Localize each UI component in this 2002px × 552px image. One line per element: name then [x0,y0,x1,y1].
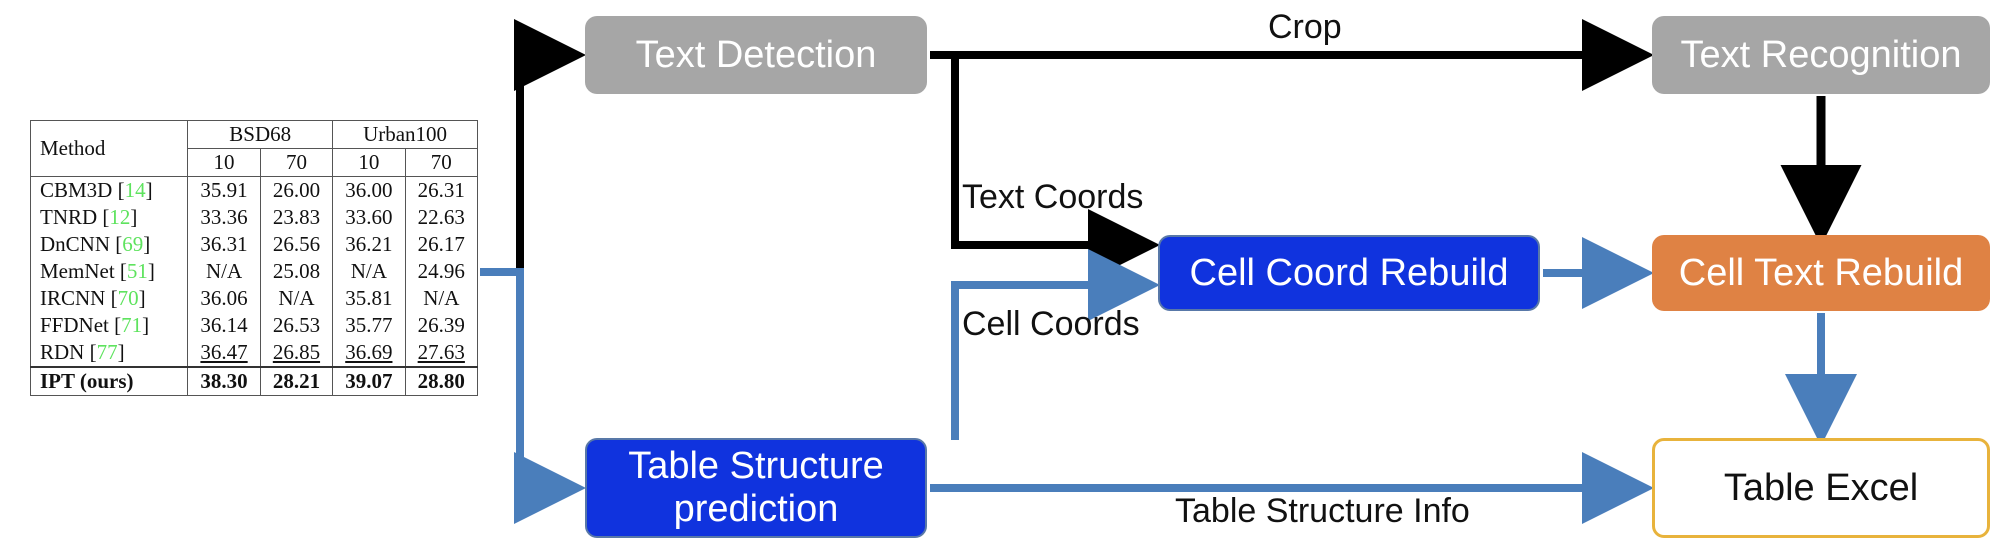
table-cell-method: RDN [77] [29,339,189,367]
node-table-structure-label: Table Structure prediction [628,445,884,530]
table-cell-value: 26.56 [259,231,334,258]
table-cell-value: N/A [259,285,334,312]
node-text-recognition[interactable]: Text Recognition [1652,16,1990,94]
node-label-line-2: prediction [673,488,839,530]
table-cell-method: CBM3D [14] [29,176,189,204]
table-cell-value: 26.39 [404,312,479,339]
node-cell-text-rebuild[interactable]: Cell Text Rebuild [1652,235,1990,311]
table-cell-method: DnCNN [69] [29,231,189,258]
node-table-excel[interactable]: Table Excel [1652,438,1990,538]
header-method: Method [29,120,189,177]
table-cell-value: 22.63 [404,204,479,231]
table-cell-value: N/A [404,285,479,312]
header-bsd68-70: 70 [259,148,334,177]
table-cell-value: 23.83 [259,204,334,231]
edge-table-to-text-detection [480,19,586,276]
edge-label-cell-coords: Cell Coords [962,305,1140,343]
header-bsd68-10: 10 [187,148,261,177]
table-cell-value: 26.17 [404,231,479,258]
table-cell-value: 26.85 [259,339,334,367]
table-cell-value: 38.30 [187,366,261,396]
table-cell-value: 27.63 [404,339,479,367]
table-cell-value: N/A [187,258,261,285]
header-urban100-70: 70 [404,148,479,177]
node-table-structure-prediction[interactable]: Table Structure prediction [585,438,927,538]
table-header-row-sublabels: 10 70 10 70 [31,148,479,177]
table-cell-value: 26.00 [259,176,334,204]
table-cell-method: FFDNet [71] [29,312,189,339]
node-label-line-1: Table Structure [628,445,884,488]
edge-label-table-structure-info: Table Structure Info [1175,492,1470,530]
table-cell-value: 24.96 [404,258,479,285]
table-cell-value: N/A [332,258,406,285]
table-cell-method: IPT (ours) [29,366,189,396]
table-cell-value: 33.36 [187,204,261,231]
table-cell-value: 36.31 [187,231,261,258]
edge-label-crop: Crop [1268,8,1342,46]
edge-table-to-table-structure [480,268,586,524]
source-table-image: Method BSD68 Urban100 10 70 10 70 CBM3D … [29,120,479,396]
table-cell-value: 28.80 [404,366,479,396]
table-cell-value: 26.31 [404,176,479,204]
table-cell-value: 36.21 [332,231,406,258]
table-cell-value: 25.08 [259,258,334,285]
table-cell-value: 36.14 [187,312,261,339]
node-cell-coord-rebuild[interactable]: Cell Coord Rebuild [1158,235,1540,311]
table-cell-method: IRCNN [70] [29,285,189,312]
table-cell-value: 26.53 [259,312,334,339]
edge-text-coords-to-cell-coord [951,58,1160,281]
header-urban100-10: 10 [332,148,406,177]
table-cell-value: 35.91 [187,176,261,204]
table-cell-value: 36.69 [332,339,406,367]
table-cell-value: 36.06 [187,285,261,312]
results-table: Method BSD68 Urban100 10 70 10 70 CBM3D … [29,120,479,396]
table-cell-value: 35.81 [332,285,406,312]
header-group-urban100: Urban100 [332,120,478,149]
edge-label-text-coords: Text Coords [962,178,1144,216]
table-cell-method: TNRD [12] [29,204,189,231]
table-cell-method: MemNet [51] [29,258,189,285]
table-cell-value: 33.60 [332,204,406,231]
node-text-detection[interactable]: Text Detection [585,16,927,94]
edge-cell-coords-to-cell-coord [951,249,1160,440]
table-cell-value: 36.00 [332,176,406,204]
table-head: Method BSD68 Urban100 10 70 10 70 [29,120,479,177]
